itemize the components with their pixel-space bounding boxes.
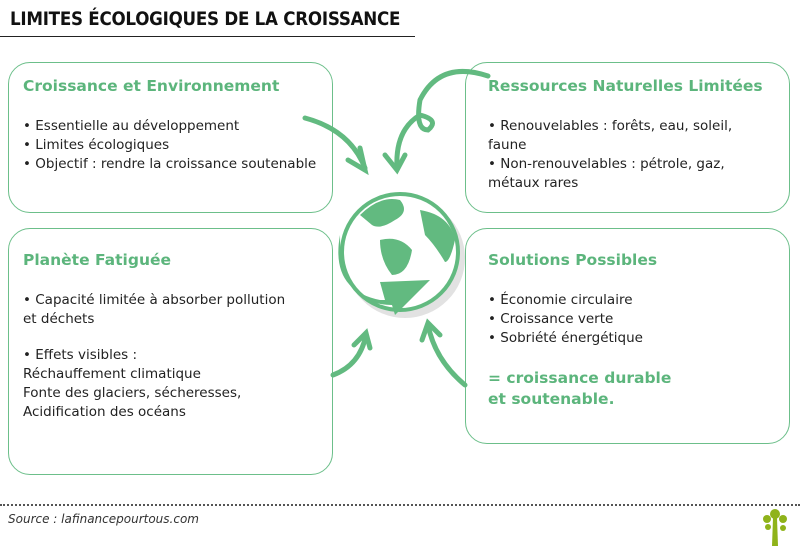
- arrowhead: [382, 152, 408, 175]
- box-planete-fatiguee: Planète Fatiguée • Capacité limitée à ab…: [8, 228, 333, 475]
- list-item: Acidification des océans: [23, 404, 186, 420]
- box-heading: Solutions Possibles: [488, 251, 658, 269]
- list-item: Fonte des glaciers, sécheresses,: [23, 385, 242, 401]
- list-item: • Effets visibles :: [23, 347, 138, 363]
- globe-icon: [338, 192, 465, 318]
- list-item: métaux rares: [488, 175, 579, 191]
- box-heading: Planète Fatiguée: [23, 251, 172, 269]
- list-item: • Objectif : rendre la croissance souten…: [23, 156, 317, 172]
- list-item: et déchets: [23, 311, 95, 327]
- list-item: • Essentielle au développement: [23, 118, 240, 134]
- arrowhead: [345, 145, 369, 176]
- box-heading: Croissance et Environnement: [23, 77, 280, 95]
- arrowhead: [351, 328, 373, 351]
- list-item: • Économie circulaire: [488, 292, 633, 308]
- page-title: LIMITES ÉCOLOGIQUES DE LA CROISSANCE: [10, 8, 401, 30]
- arrow-top-right: [394, 68, 491, 171]
- list-item: • Sobriété énergétique: [488, 330, 643, 346]
- list-item: • Capacité limitée à absorber pollution: [23, 292, 286, 308]
- conclusion-line: = croissance durable: [488, 369, 672, 387]
- arrow-bottom-right: [425, 322, 468, 388]
- arrowhead: [419, 318, 443, 343]
- conclusion-line: et soutenable.: [488, 390, 615, 408]
- divider: [0, 504, 800, 506]
- list-item: • Non-renouvelables : pétrole, gaz,: [488, 156, 725, 172]
- list-item: Réchauffement climatique: [23, 366, 201, 382]
- box-ressources-naturelles: Ressources Naturelles Limitées • Renouve…: [465, 62, 790, 213]
- title-underline: [0, 36, 415, 37]
- box-heading: Ressources Naturelles Limitées: [488, 77, 763, 95]
- list-item: • Croissance verte: [488, 311, 614, 327]
- source-text: Source : lafinancepourtous.com: [8, 512, 199, 526]
- box-croissance-environnement: Croissance et Environnement • Essentiell…: [8, 62, 333, 213]
- list-item: • Renouvelables : forêts, eau, soleil, f…: [488, 118, 733, 153]
- box-solutions-possibles: Solutions Possibles • Économie circulair…: [465, 228, 790, 444]
- list-item: • Limites écologiques: [23, 137, 170, 153]
- arrow-bottom-left: [330, 332, 369, 378]
- arrow-top-left: [302, 115, 368, 171]
- tree-logo-icon: [763, 509, 787, 546]
- conclusion: = croissance durable et soutenable.: [488, 368, 767, 410]
